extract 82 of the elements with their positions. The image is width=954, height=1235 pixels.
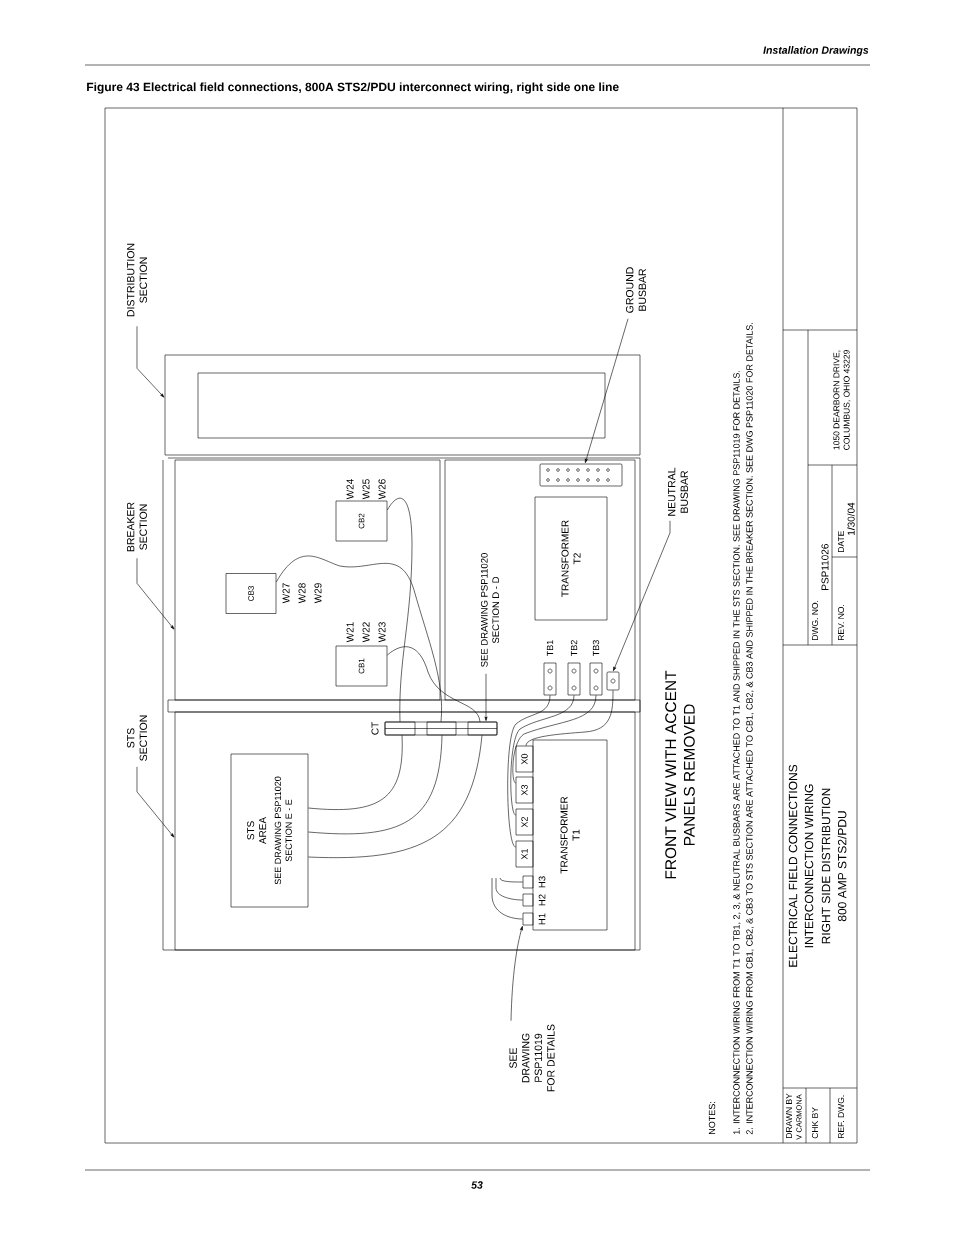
node-label: TB1: [546, 640, 554, 657]
notes-heading: NOTES:: [708, 1102, 716, 1134]
node-label: TB3: [592, 640, 600, 657]
section-label: BREAKER SECTION: [127, 502, 147, 552]
wire-label: W28: [298, 583, 306, 604]
leader-line: [484, 673, 488, 721]
wire-label: W22: [362, 622, 370, 643]
drawing-number: PSP11026: [821, 544, 829, 590]
title-block-text: ELECTRICAL FIELD CONNECTIONS: [788, 764, 798, 967]
node-label: H2: [538, 894, 546, 906]
title-block-label: DATE: [838, 531, 844, 552]
leader-line: [136, 558, 175, 630]
section-label: STS SECTION: [127, 715, 148, 761]
title-block-label: REV. NO.: [838, 604, 844, 640]
busbar-label: GROUND BUSBAR: [626, 267, 647, 313]
wire-label: W23: [378, 622, 386, 643]
drawing-reference: SEE DRAWING PSP11020 SECTION D - D: [480, 553, 500, 667]
view-title: FRONT VIEW WITH ACCENT PANELS REMOVED: [665, 670, 695, 879]
terminal: X1: [515, 840, 534, 868]
address-text: 1050 DEARBORN DRIVE, COLUMBUS, OHIO 43229: [833, 350, 851, 450]
date-text: 1/30/04: [847, 502, 855, 535]
wire: [387, 646, 481, 722]
wire: [308, 735, 443, 835]
busbar-label: NEUTRAL BUSBAR: [668, 467, 688, 516]
title-block-label: REF. DWG.: [838, 1095, 844, 1138]
wire-label: W26: [378, 479, 386, 500]
wire: [276, 555, 442, 722]
wire: [491, 877, 523, 920]
breaker-section: [174, 459, 441, 701]
terminal: X2: [515, 808, 534, 836]
circuit-breaker: CB1: [335, 645, 388, 687]
leader-line: [510, 926, 523, 1021]
title-block-text: RIGHT SIDE DISTRIBUTION: [821, 788, 831, 944]
title-block-text: INTERCONNECTION WIRING: [804, 784, 814, 948]
current-transformer: [384, 721, 498, 736]
figure-caption: Figure 43 Electrical field connections, 800A STS2/PDU interconnect wiring, right side one line: [87, 82, 619, 94]
leader-line: [585, 318, 629, 463]
transformer-compartment: [444, 459, 636, 701]
wire: [507, 695, 551, 848]
sts-section: [174, 711, 636, 951]
note-text: 1. INTERCONNECTION WIRING FROM T1 TO TB1, 2, 3, & NEUTRAL BUSBARS ARE ATTACHED TO T1 AND SHIPPED IN THE STS SECTION. SEE DRAWING PSP11019 FOR DETAILS.: [733, 370, 741, 1134]
node-label: H3: [538, 876, 546, 888]
wire-label: W21: [346, 622, 354, 643]
drawing-reference: SEE DRAWING PSP11019 FOR DETAILS: [509, 1024, 555, 1092]
note-text: 2. INTERCONNECTION WIRING FROM CB1, CB2, & CB3 TO STS SECTION ARE ATTACHED TO CB1, CB2, & CB3 AND SHIPPED IN THE BREAKER SECTION. SEE DWG PSP11020 FOR DETAILS.: [746, 323, 754, 1135]
wire: [510, 695, 575, 816]
wire: [308, 735, 483, 858]
transformer: TRANSFORMER T2: [534, 496, 608, 621]
wire: [499, 877, 523, 883]
wire-label: W25: [362, 479, 370, 500]
title-block-label: CHK BY: [812, 1107, 818, 1139]
ground-busbar: [539, 463, 623, 487]
wire: [525, 690, 614, 746]
wire: [308, 735, 403, 810]
node-label: H1: [538, 913, 546, 925]
terminal: X3: [515, 776, 534, 804]
ct-label: CT: [371, 722, 379, 735]
circuit-breaker: CB2: [335, 500, 388, 542]
terminal-block: TB3: [589, 640, 603, 696]
node-label: TB2: [570, 640, 578, 657]
wire-label: W24: [346, 479, 354, 500]
distribution-section: [164, 354, 641, 456]
sts-area-box: STS AREA SEE DRAWING PSP11020 SECTION E - E: [230, 753, 309, 908]
header-text: Installation Drawings: [763, 46, 869, 56]
leader-line: [613, 520, 671, 671]
leader-line: [136, 766, 175, 838]
wire: [495, 877, 523, 901]
terminal: X0: [515, 745, 534, 773]
wire-label: W27: [282, 583, 290, 604]
section-label: DISTRIBUTION SECTION: [127, 243, 148, 317]
circuit-breaker: CB3: [225, 573, 277, 614]
terminal-block: TB2: [567, 640, 581, 696]
leader-line: [136, 326, 165, 398]
title-block-text: 800 AMP STS2/PDU: [837, 811, 847, 922]
terminal-block: TB1: [543, 640, 557, 696]
wire-label: W29: [314, 583, 322, 604]
page-number: 53: [471, 1181, 483, 1189]
title-block-label: DRAWN BY: [786, 1093, 792, 1138]
neutral-busbar: [606, 671, 620, 691]
wire: [512, 695, 597, 784]
title-block-label: DWG. NO.: [812, 600, 818, 640]
wire: [387, 497, 413, 722]
